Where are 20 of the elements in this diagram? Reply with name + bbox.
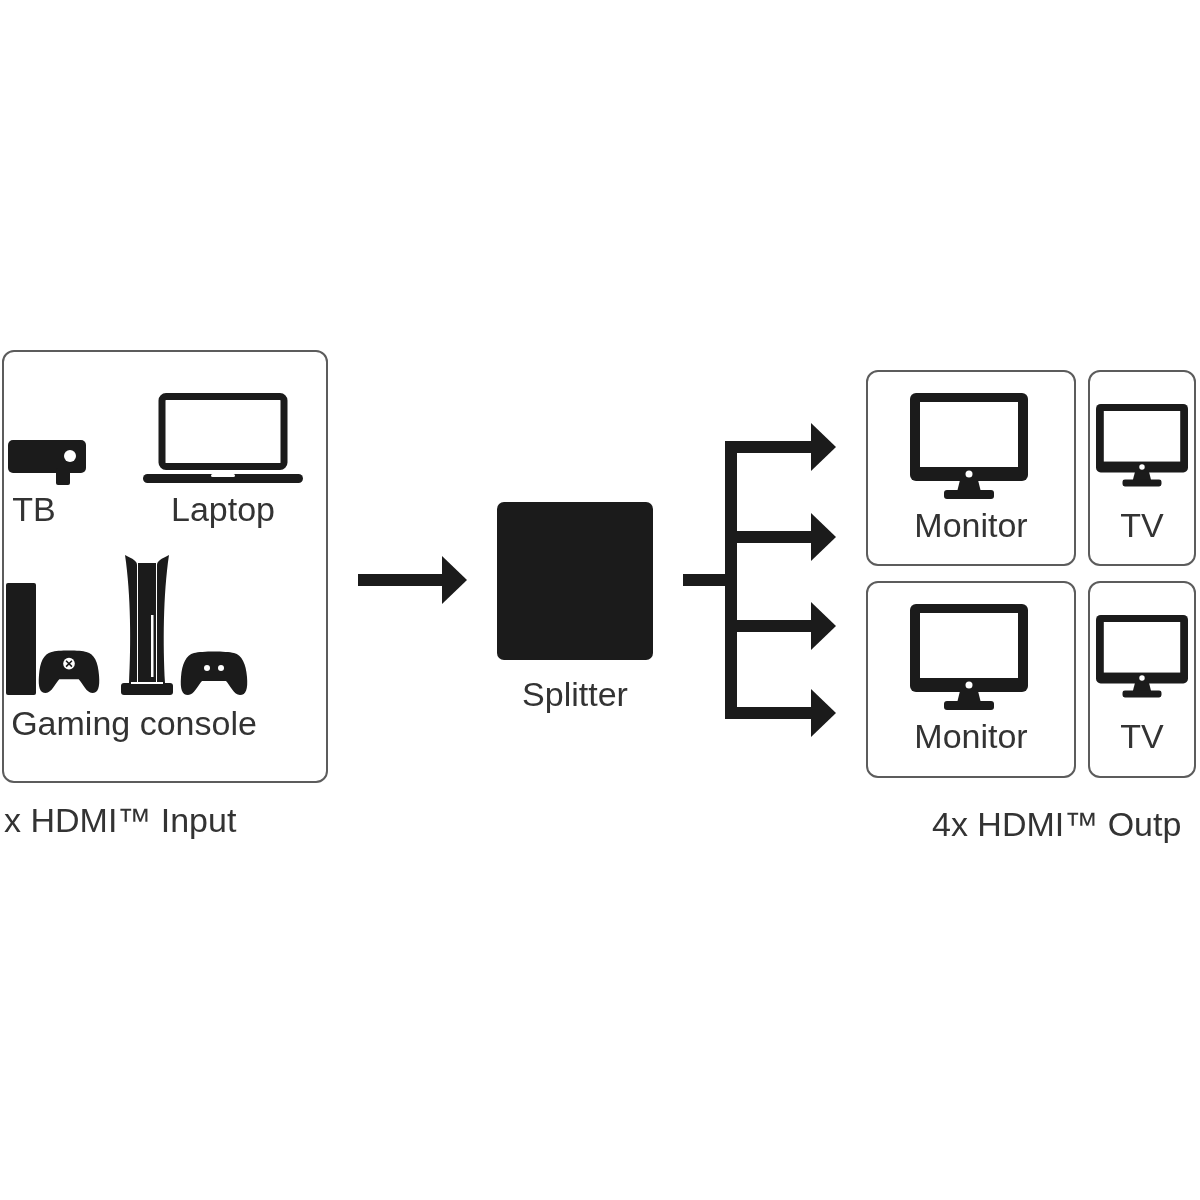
node-label: TV: [1120, 506, 1164, 545]
device-label: TB: [12, 490, 56, 529]
output-card: [866, 581, 1076, 778]
arrow: [737, 689, 836, 737]
node-label: Monitor: [914, 506, 1028, 545]
node-label: x HDMI™ Input: [4, 801, 237, 840]
input-panel: [2, 350, 328, 783]
caption: 4x HDMI™ Outp: [932, 805, 1182, 844]
device-label: Gaming console: [11, 704, 257, 743]
node-label: Monitor: [914, 717, 1028, 756]
output-card: [866, 370, 1076, 566]
arrow: [737, 513, 836, 561]
arrow: [737, 423, 836, 471]
output-card: [1088, 581, 1196, 778]
arrow: [737, 602, 836, 650]
node-label: Splitter: [522, 675, 628, 714]
node-label: TV: [1120, 717, 1164, 756]
arrow: [358, 556, 467, 604]
device-label: Laptop: [171, 490, 275, 529]
output-card: [1088, 370, 1196, 566]
